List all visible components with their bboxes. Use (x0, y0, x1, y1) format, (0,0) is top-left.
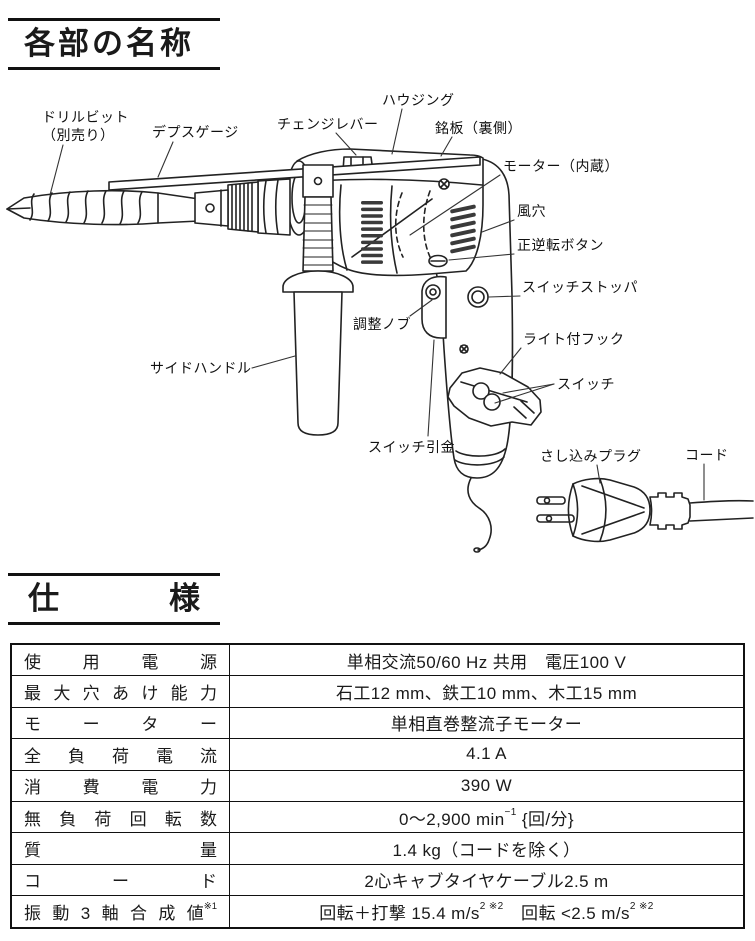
label-motor: モーター（内蔵） (503, 158, 619, 174)
spec-row-power: 使用電源 単相交流50/60 Hz 共用 電圧100 V (12, 645, 743, 676)
spec-value-motor: 単相直巻整流子モーター (390, 715, 583, 735)
label-reverse-button: 正逆転ボタン (517, 237, 604, 253)
spec-row-speed: 無負荷回転数 0～2,900 min−1 {回/分} (12, 800, 743, 833)
reverse-button-part (428, 254, 448, 268)
spec-value-cord: 2心キャブタイヤケーブル2.5 m (364, 872, 609, 892)
spec-label-weight: 質量 (24, 841, 217, 861)
spec-section-title-block: 仕様 (8, 573, 220, 625)
trigger-and-knob (421, 275, 447, 339)
body-grip-ribs (361, 201, 383, 264)
spec-label-motor: モーター (24, 715, 217, 735)
label-side-handle: サイドハンドル (150, 360, 252, 376)
hook-with-light (447, 367, 542, 427)
label-switch-trigger: スイッチ引金 (368, 439, 455, 455)
vent-slots (450, 204, 476, 254)
label-cord: コード (685, 447, 729, 463)
label-drill-bit: ドリルビット （別売り） (42, 109, 129, 143)
spec-row-weight: 質量 1.4 kg（コードを除く） (12, 832, 743, 864)
spec-value-weight: 1.4 kg（コードを除く） (392, 841, 581, 861)
drill-bit-part (6, 189, 200, 226)
spec-label-cord: コード (24, 872, 217, 892)
label-adjust-knob: 調整ノブ (353, 316, 411, 332)
depth-gauge-rod (108, 156, 481, 191)
spec-value-current: 4.1 A (466, 744, 507, 764)
spec-row-cord: コード 2心キャブタイヤケーブル2.5 m (12, 863, 743, 896)
label-nameplate: 銘板（裏側） (435, 120, 522, 136)
parts-section-title: 各部の名称 (24, 26, 194, 61)
spec-label-power: 使用電源 (24, 652, 217, 672)
vibration-footnote-mark: ※1 (203, 900, 217, 912)
spec-label-current: 全負荷電流 (24, 746, 217, 766)
spec-label-speed: 無負荷回転数 (24, 809, 217, 829)
label-housing: ハウジング (382, 92, 455, 108)
drill-illustration (6, 108, 754, 553)
label-switch-stopper: スイッチストッパ (522, 279, 638, 295)
stopper-button-part (467, 286, 489, 308)
side-handle-part (282, 164, 354, 436)
parts-section-title-block: 各部の名称 (8, 18, 220, 70)
plug-illustration (536, 477, 754, 543)
spec-row-motor: モーター 単相直巻整流子モーター (12, 706, 743, 739)
label-change-lever: チェンジレバー (277, 116, 379, 132)
body-screw (438, 178, 450, 190)
spec-row-capacity: 最大穴あけ能力 石工12 mm、鉄工10 mm、木工15 mm (12, 675, 743, 707)
spec-label-capacity: 最大穴あけ能力 (24, 684, 217, 704)
label-depth-gauge: デプスゲージ (152, 124, 239, 140)
label-hook-with-light: ライト付フック (523, 331, 625, 347)
spec-row-current: 全負荷電流 4.1 A (12, 738, 743, 770)
leader-lines (49, 108, 705, 501)
drill-chuck-part (194, 178, 291, 236)
parts-diagram: ドリルビット （別売り） デプスゲージ チェンジレバー ハウジング 銘板（裏側）… (0, 85, 755, 565)
label-switch: スイッチ (557, 376, 615, 392)
label-plug: さし込みプラグ (540, 448, 642, 464)
drill-body (295, 148, 484, 277)
spec-value-wattage: 390 W (460, 775, 513, 795)
cord-line (467, 477, 492, 553)
spec-label-wattage: 消費電力 (24, 778, 217, 798)
spec-table: 使用電源 単相交流50/60 Hz 共用 電圧100 V 最大穴あけ能力 石工1… (10, 643, 745, 929)
spec-value-capacity: 石工12 mm、鉄工10 mm、木工15 mm (335, 684, 638, 704)
label-vent: 風穴 (517, 203, 546, 219)
spec-section-title: 仕様 (28, 581, 200, 616)
spec-value-power: 単相交流50/60 Hz 共用 電圧100 V (346, 652, 627, 672)
spec-row-wattage: 消費電力 390 W (12, 769, 743, 801)
handle-screw (459, 344, 469, 354)
spec-value-speed: 0～2,900 min−1 {回/分} (399, 807, 574, 829)
